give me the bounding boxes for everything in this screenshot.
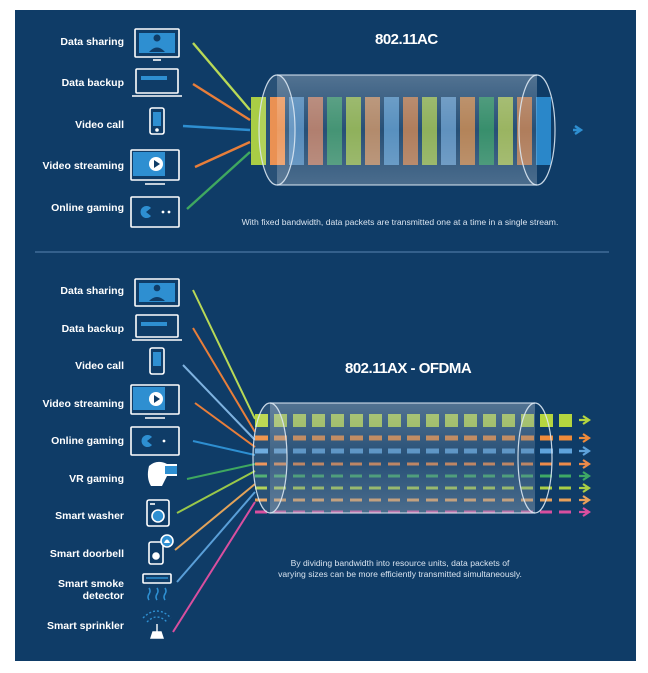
phone-icon bbox=[149, 107, 165, 135]
stream-arrow-icon bbox=[579, 471, 591, 481]
stream-arrow-icon bbox=[579, 446, 591, 456]
sprinkler-icon bbox=[142, 610, 172, 639]
bottom-label-video-streaming: Video streaming bbox=[42, 398, 125, 410]
top-caption: With fixed bandwidth, data packets are t… bbox=[241, 217, 559, 227]
stream-packet bbox=[559, 448, 572, 454]
stream-packet bbox=[255, 435, 268, 441]
doorbell-icon bbox=[148, 534, 174, 565]
bottom-label-smart-sprinkler: Smart sprinkler bbox=[46, 620, 124, 632]
top-label-data-backup: Data backup bbox=[61, 77, 124, 89]
monitor-person-icon bbox=[134, 28, 180, 61]
top-output-arrow-icon bbox=[573, 125, 584, 135]
bottom-label-smart-doorbell: Smart doorbell bbox=[49, 548, 124, 560]
vr-headset-icon bbox=[147, 461, 177, 486]
laptop-icon bbox=[132, 68, 182, 97]
top-label-video-call: Video call bbox=[75, 119, 124, 131]
top-connector-lines bbox=[182, 42, 251, 210]
bottom-tube bbox=[252, 402, 553, 514]
bottom-caption-line2: varying sizes can be more efficiently tr… bbox=[278, 569, 522, 579]
washer-icon bbox=[146, 499, 170, 527]
top-title: 802.11AC bbox=[375, 31, 438, 48]
bottom-connector-line bbox=[174, 483, 256, 551]
stream-packet bbox=[540, 474, 552, 478]
tv-play-icon bbox=[130, 384, 180, 419]
stream-packet bbox=[559, 498, 571, 502]
bottom-label-smart-washer: Smart washer bbox=[55, 510, 124, 522]
stream-packet bbox=[559, 414, 572, 427]
monitor-person-icon bbox=[134, 278, 180, 307]
stream-arrow-icon bbox=[579, 507, 591, 517]
phone-icon bbox=[149, 347, 165, 375]
top-connector-line bbox=[192, 82, 251, 122]
bottom-connector-line bbox=[176, 470, 256, 514]
bottom-label-smart-smoke-line2: detector bbox=[82, 590, 124, 602]
top-label-data-sharing: Data sharing bbox=[60, 36, 124, 48]
bottom-label-data-sharing: Data sharing bbox=[60, 285, 124, 297]
stream-packet bbox=[255, 498, 267, 502]
stream-packet bbox=[255, 486, 267, 490]
stream-arrow-icon bbox=[579, 495, 591, 505]
diagram-graphics bbox=[35, 28, 609, 639]
tv-pacman-icon bbox=[130, 426, 180, 456]
packet bbox=[536, 97, 551, 165]
stream-packet bbox=[540, 414, 553, 427]
bottom-connector-line bbox=[192, 440, 256, 456]
stream-packet bbox=[540, 448, 553, 454]
top-connector-line bbox=[182, 124, 251, 132]
stream-packet bbox=[540, 435, 553, 441]
bottom-label-smart-smoke-line1: Smart smoke bbox=[58, 578, 124, 590]
bottom-label-vr-gaming: VR gaming bbox=[69, 473, 124, 485]
stream-packet bbox=[255, 448, 268, 454]
bottom-connector-line bbox=[176, 491, 256, 583]
stream-packet bbox=[255, 510, 267, 514]
tv-pacman-icon bbox=[130, 196, 180, 228]
stream-packet bbox=[540, 486, 552, 490]
stream-arrow-icon bbox=[579, 459, 591, 469]
bottom-connector-line bbox=[182, 364, 256, 441]
bottom-connector-line bbox=[172, 501, 256, 633]
stream-packet bbox=[559, 510, 571, 514]
bottom-caption-line1: By dividing bandwidth into resource unit… bbox=[290, 558, 510, 568]
stream-packet bbox=[255, 474, 267, 478]
top-label-online-gaming: Online gaming bbox=[51, 202, 124, 214]
stream-packet bbox=[559, 474, 571, 478]
bottom-connector-lines bbox=[172, 289, 256, 633]
stream-arrow-icon bbox=[579, 433, 591, 443]
bottom-connector-line bbox=[186, 463, 256, 480]
stream-packet bbox=[559, 462, 571, 466]
stream-packet bbox=[255, 462, 267, 466]
bottom-connector-line bbox=[192, 289, 256, 420]
stream-arrow-icon bbox=[579, 483, 591, 493]
top-connector-line bbox=[186, 151, 251, 210]
smoke-detector-icon bbox=[142, 573, 172, 601]
stream-arrow-icon bbox=[579, 415, 591, 425]
stream-packet bbox=[559, 486, 571, 490]
stream-packet bbox=[540, 462, 552, 466]
stream-packet bbox=[559, 435, 572, 441]
bottom-title: 802.11AX - OFDMA bbox=[345, 360, 472, 377]
stream-packet bbox=[540, 510, 552, 514]
bottom-connector-line bbox=[194, 402, 256, 448]
top-tube bbox=[258, 74, 556, 186]
tv-play-icon bbox=[130, 149, 180, 185]
bottom-label-data-backup: Data backup bbox=[61, 323, 124, 335]
top-connector-line bbox=[192, 42, 251, 111]
top-connector-line bbox=[194, 140, 251, 169]
bottom-label-online-gaming: Online gaming bbox=[51, 435, 124, 447]
laptop-icon bbox=[132, 314, 182, 341]
bottom-connector-line bbox=[192, 327, 256, 433]
top-label-video-streaming: Video streaming bbox=[42, 160, 125, 172]
infographic-panel: 802.11AC With fixed bandwidth, data pack… bbox=[15, 10, 636, 661]
bottom-label-video-call: Video call bbox=[75, 360, 124, 372]
